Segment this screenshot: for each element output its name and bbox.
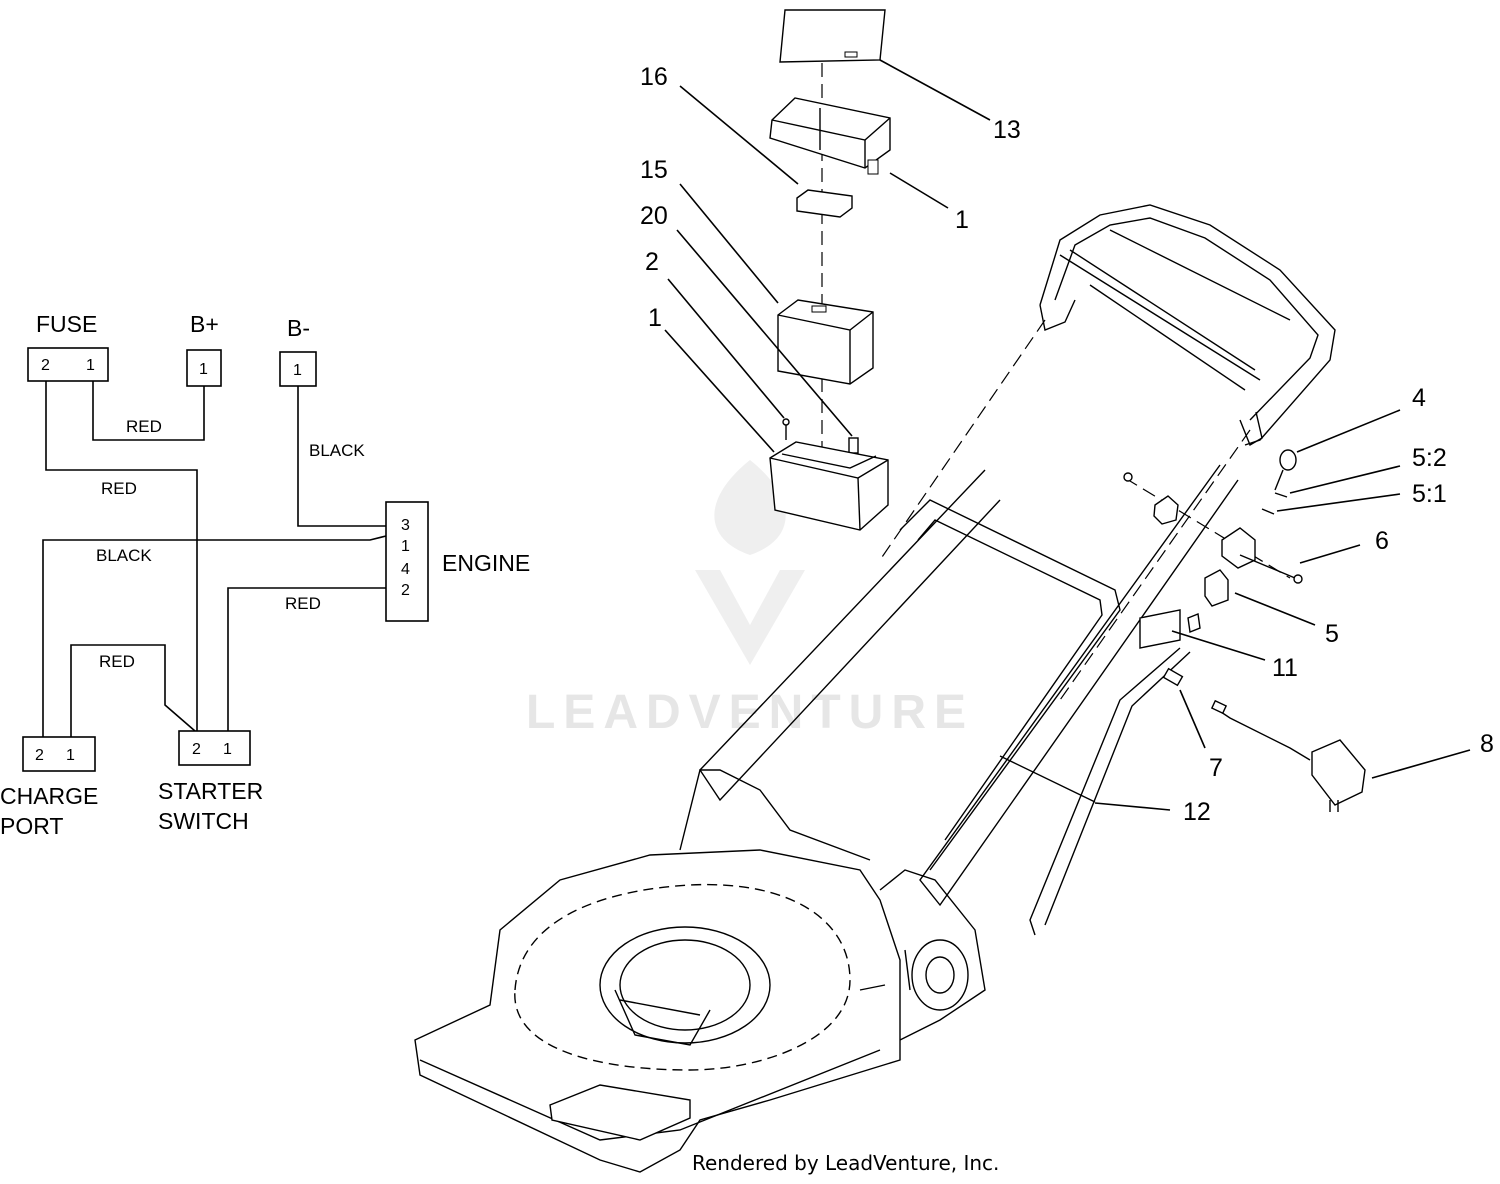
callout-11: 11 [1272, 654, 1298, 682]
callout-15: 15 [640, 156, 668, 184]
starter-switch-connector [178, 730, 251, 766]
leader-line [1371, 749, 1471, 779]
engine-pin: 3 [401, 517, 410, 534]
battery-part [777, 299, 874, 385]
engine-pin: 2 [401, 582, 410, 599]
spring-7-part [1162, 667, 1184, 687]
callout-6: 6 [1375, 527, 1389, 555]
leader-line [1296, 409, 1401, 453]
mower-deck-part [414, 769, 986, 1173]
leader-line [1276, 493, 1401, 512]
label-13-part [779, 9, 886, 63]
leader-line [1289, 465, 1401, 494]
b-minus-pin: 1 [293, 362, 302, 379]
leader-line [667, 278, 785, 419]
wire-label-charge-starter: RED [99, 652, 135, 671]
charge-port-label: CHARGE [0, 783, 98, 809]
render-credit: Rendered by LeadVenture, Inc. [692, 1151, 999, 1175]
watermark-flame-icon [714, 460, 786, 555]
wire-label-engine-starter: RED [285, 594, 321, 613]
watermark-text: LEADVENTURE [526, 686, 974, 739]
leader-line [1171, 630, 1266, 661]
wire-label-fuse-bplus: RED [126, 417, 162, 436]
b-minus-label: B- [287, 315, 310, 341]
leader-line [1234, 592, 1316, 626]
callout-1: 1 [955, 206, 969, 234]
leader-line [676, 229, 853, 437]
callout-5-2: 5:2 [1412, 444, 1447, 472]
switch-assembly-part [1123, 449, 1303, 633]
fuse-pin: 1 [86, 357, 95, 374]
leader-line [664, 329, 775, 453]
lower-handle-part [899, 499, 1121, 871]
callout-16: 16 [640, 63, 668, 91]
engine-label: ENGINE [442, 550, 530, 576]
watermark-v-icon [695, 570, 805, 665]
wire-fuse-starter [45, 381, 198, 731]
pad-16-part [796, 189, 853, 218]
wire-label-engine-charge: BLACK [96, 546, 152, 565]
callout-4: 4 [1412, 384, 1426, 412]
charge-port-connector [22, 736, 96, 772]
charger-part [1210, 699, 1366, 812]
battery-cover-part [769, 97, 891, 175]
callout-5: 5 [1325, 620, 1339, 648]
wire-charge-starter [70, 644, 196, 737]
cable-12-part [999, 755, 1096, 803]
battery-tray-part [769, 441, 889, 531]
starter-switch-label: STARTER [158, 778, 263, 804]
fuse-pin: 2 [41, 357, 50, 374]
callout-5-1: 5:1 [1412, 480, 1447, 508]
b-plus-label: B+ [190, 311, 219, 337]
wiring-schematic: RED BLACK RED BLACK RED RED FUSE 2 1 B+ … [0, 311, 530, 839]
starter-switch-pin: 2 [192, 741, 201, 758]
handle-rail-part [699, 469, 1001, 802]
b-plus-pin: 1 [199, 361, 208, 378]
wire-engine-starter [227, 587, 386, 731]
wire-label-bminus-engine: BLACK [309, 441, 365, 460]
engine-connector [385, 501, 429, 622]
callout-12: 12 [1183, 798, 1211, 826]
mower-illustration [414, 9, 1366, 1173]
callout-8: 8 [1480, 730, 1494, 758]
watermark: LEADVENTURE [526, 460, 974, 739]
starter-switch-pin: 1 [223, 741, 232, 758]
callout-7: 7 [1209, 754, 1223, 782]
wire-engine-charge [42, 535, 387, 737]
callout-1: 1 [648, 304, 662, 332]
wire-label-fuse-starter: RED [101, 479, 137, 498]
leader-line [1179, 689, 1206, 749]
charge-port-pin: 2 [35, 747, 44, 764]
engine-pin: 4 [401, 561, 410, 578]
leader-line [879, 59, 991, 121]
b-plus-connector [186, 349, 222, 387]
handle-grip-part [1039, 204, 1336, 447]
handle-axis [879, 319, 1046, 561]
charge-port-pin: 1 [66, 747, 75, 764]
label-11-part [1139, 609, 1181, 649]
callout-20: 20 [640, 202, 668, 230]
leader-line [1299, 544, 1361, 564]
starter-switch-label: SWITCH [158, 808, 249, 834]
fuse-connector [27, 347, 109, 382]
callout-2: 2 [645, 248, 659, 276]
callout-13: 13 [993, 116, 1021, 144]
wire-fuse-bplus [92, 381, 205, 441]
charge-port-label: PORT [0, 813, 63, 839]
leader-line [679, 183, 779, 304]
handle-axis [1059, 429, 1251, 701]
leader-line [1094, 802, 1171, 811]
wire-bminus-engine [297, 386, 386, 527]
fuse-label: FUSE [36, 311, 97, 337]
control-rod-part [1029, 647, 1181, 936]
b-minus-connector [279, 351, 317, 387]
leader-line [679, 85, 799, 185]
handle-rail-part [919, 464, 1239, 907]
callouts: 16 13 1 15 20 2 1 4 5:2 5:1 6 5 11 7 8 1… [640, 59, 1494, 826]
leader-line [889, 172, 949, 209]
engine-pin: 1 [401, 538, 410, 555]
switch-axis [1124, 477, 1291, 579]
lower-handle-part [917, 519, 1103, 841]
